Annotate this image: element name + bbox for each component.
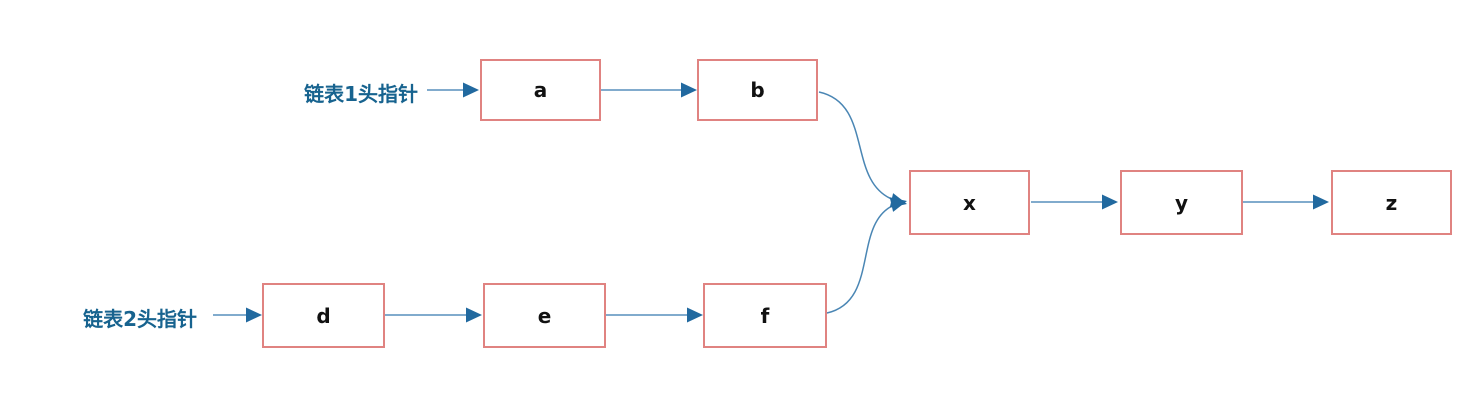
arrow-head-icon: [246, 307, 262, 323]
node-a: a: [480, 59, 601, 121]
arrow-head-icon: [1102, 194, 1118, 210]
edge-list1-pointer-to-a: [427, 82, 479, 98]
edge-b-to-x: [818, 91, 907, 212]
arrow-head-icon: [463, 82, 479, 98]
node-z: z: [1331, 170, 1452, 235]
node-f: f: [703, 283, 827, 348]
arrow-head-icon: [889, 193, 907, 208]
arrow-curve: [818, 91, 895, 201]
edge-d-to-e: [385, 307, 482, 323]
arrow-head-icon: [1313, 194, 1329, 210]
node-y: y: [1120, 170, 1243, 235]
edge-y-to-z: [1243, 194, 1329, 210]
arrow-curve: [826, 204, 895, 314]
edge-e-to-f: [606, 307, 703, 323]
edge-a-to-b: [601, 82, 697, 98]
arrow-head-icon: [466, 307, 482, 323]
node-x: x: [909, 170, 1030, 235]
node-b: b: [697, 59, 818, 121]
edge-list2-pointer-to-d: [213, 307, 262, 323]
node-e: e: [483, 283, 606, 348]
edge-f-to-x: [826, 193, 907, 314]
arrow-head-icon: [681, 82, 697, 98]
arrow-head-icon: [687, 307, 703, 323]
edge-x-to-y: [1031, 194, 1118, 210]
list2-head-pointer-label: 链表2头指针: [83, 307, 197, 331]
list1-head-pointer-label: 链表1头指针: [304, 82, 418, 106]
node-d: d: [262, 283, 385, 348]
